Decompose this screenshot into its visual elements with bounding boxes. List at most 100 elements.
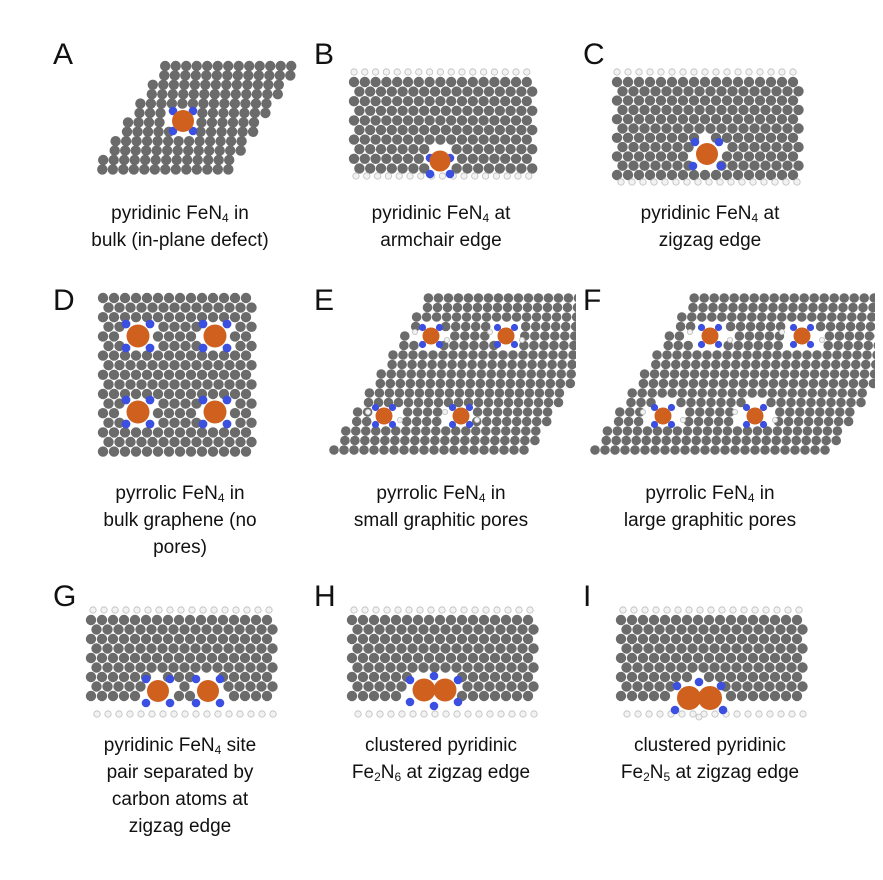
carbon-atom xyxy=(380,435,390,446)
nitrogen-atom xyxy=(650,403,659,412)
carbon-atom xyxy=(797,388,807,398)
carbon-atom xyxy=(97,446,109,457)
iron-atom xyxy=(422,327,440,345)
carbon-atom xyxy=(708,302,718,313)
carbon-atom xyxy=(716,123,727,134)
carbon-atom xyxy=(470,435,480,446)
carbon-atom xyxy=(506,643,517,654)
carbon-atom xyxy=(778,302,788,313)
carbon-atom xyxy=(753,643,764,654)
carbon-atom xyxy=(124,624,135,635)
carbon-atom xyxy=(229,331,241,342)
carbon-atom xyxy=(489,96,500,107)
hydrogen-atom xyxy=(453,710,461,718)
carbon-atom xyxy=(611,76,623,88)
carbon-atom xyxy=(638,378,649,389)
carbon-atom xyxy=(350,435,360,446)
carbon-atom xyxy=(113,624,124,635)
carbon-atom xyxy=(779,293,789,303)
hydrogen-atom xyxy=(789,68,797,76)
carbon-atom xyxy=(224,302,235,313)
carbon-atom xyxy=(412,652,424,664)
nitrogen-atom xyxy=(405,675,415,685)
iron-atom xyxy=(203,400,227,424)
carbon-atom xyxy=(709,624,720,635)
carbon-atom xyxy=(97,331,109,342)
carbon-atom xyxy=(124,681,135,692)
hydrogen-atom xyxy=(504,606,512,614)
carbon-atom xyxy=(762,350,772,360)
carbon-atom xyxy=(451,124,462,136)
carbon-atom xyxy=(491,416,502,427)
carbon-atom xyxy=(177,98,188,109)
carbon-atom xyxy=(202,379,213,390)
carbon-atom xyxy=(409,340,419,351)
carbon-atom xyxy=(429,624,440,635)
carbon-atom xyxy=(370,115,381,126)
carbon-atom xyxy=(191,302,202,313)
carbon-atom xyxy=(666,114,678,125)
carbon-atom xyxy=(750,445,760,455)
carbon-atom xyxy=(500,671,512,683)
carbon-atom xyxy=(97,164,108,175)
panel-letter: A xyxy=(53,38,74,71)
carbon-atom xyxy=(218,292,230,304)
carbon-atom xyxy=(249,107,261,119)
carbon-atom xyxy=(775,624,786,635)
carbon-atom xyxy=(861,359,871,370)
carbon-atom xyxy=(261,614,273,626)
panel-letter: I xyxy=(583,580,592,613)
nitrogen-atom xyxy=(697,323,706,332)
carbon-atom xyxy=(141,369,153,380)
carbon-atom xyxy=(703,416,714,427)
carbon-atom xyxy=(791,614,803,626)
carbon-atom xyxy=(738,160,749,171)
carbon-atom xyxy=(736,671,748,683)
carbon-atom xyxy=(852,350,862,360)
carbon-atom xyxy=(525,378,536,389)
carbon-atom xyxy=(229,98,241,109)
nitrogen-atom xyxy=(121,395,131,405)
carbon-atom xyxy=(402,115,414,126)
carbon-atom xyxy=(773,340,783,351)
carbon-atom xyxy=(611,132,623,143)
carbon-atom xyxy=(107,614,119,626)
carbon-atom xyxy=(218,350,230,361)
carbon-atom xyxy=(628,160,639,171)
carbon-atom xyxy=(733,340,743,351)
iron-atom xyxy=(197,680,219,702)
panel-letter: G xyxy=(53,580,77,613)
carbon-atom xyxy=(446,369,456,379)
carbon-atom xyxy=(670,445,680,455)
carbon-atom xyxy=(740,445,750,455)
carbon-atom xyxy=(261,690,273,702)
carbon-atom xyxy=(650,104,661,116)
carbon-atom xyxy=(570,331,576,341)
carbon-atom xyxy=(118,671,130,683)
carbon-atom xyxy=(392,76,403,88)
carbon-atom xyxy=(390,690,402,702)
carbon-atom xyxy=(467,359,477,370)
carbon-atom xyxy=(467,652,479,664)
hydrogen-atom xyxy=(701,68,709,76)
nitrogen-atom xyxy=(445,169,455,179)
carbon-atom xyxy=(457,359,467,370)
carbon-atom xyxy=(510,96,522,107)
carbon-atom xyxy=(250,614,262,626)
carbon-atom xyxy=(761,359,771,370)
hydrogen-atom xyxy=(777,710,785,718)
carbon-atom xyxy=(788,302,798,313)
nitrogen-atom xyxy=(222,319,232,329)
carbon-atom xyxy=(119,292,131,304)
carbon-atom xyxy=(554,388,565,398)
carbon-atom xyxy=(152,408,164,419)
carbon-atom xyxy=(754,169,766,181)
carbon-atom xyxy=(229,388,241,400)
carbon-atom xyxy=(359,445,369,455)
hydrogen-atom xyxy=(738,178,746,186)
nitrogen-atom xyxy=(714,323,723,332)
carbon-atom xyxy=(173,633,185,645)
hydrogen-atom xyxy=(393,68,401,76)
carbon-atom xyxy=(754,331,765,341)
carbon-atom xyxy=(753,662,764,673)
